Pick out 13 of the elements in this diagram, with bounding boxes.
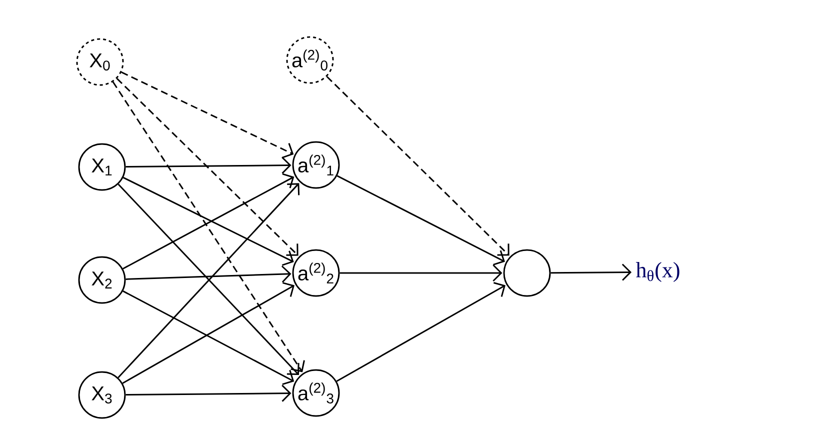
arrow [112, 81, 305, 372]
arrow [326, 76, 510, 256]
arrow [550, 264, 632, 281]
arrow [340, 264, 502, 282]
arrow [336, 282, 506, 382]
output-neuron-circle [503, 249, 551, 297]
arrow [116, 78, 298, 256]
arrow [336, 175, 505, 266]
output-label: h$_{θ}$(x) [636, 262, 680, 282]
arrow [126, 266, 292, 283]
arrow [126, 384, 292, 402]
arrow [121, 72, 294, 158]
arrow [126, 156, 292, 174]
